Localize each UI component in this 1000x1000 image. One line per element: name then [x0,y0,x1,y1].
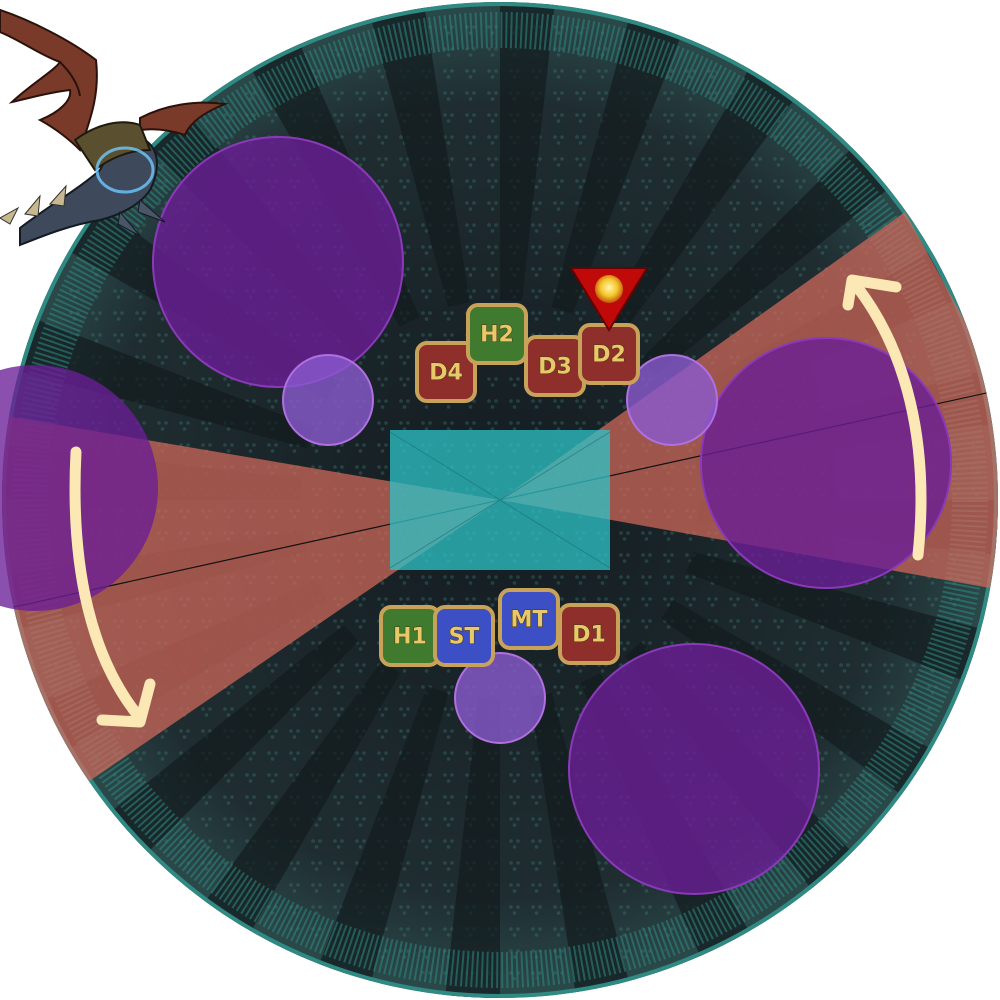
rotation-arrows [69,274,927,728]
red-triangle-marker-icon [569,267,649,332]
player-token-label: D2 [592,343,626,368]
player-token-h1: H1 [379,605,441,667]
floor-spoke [192,661,400,951]
rotation-arrowhead-east-icon [842,274,902,311]
player-token-label: D3 [538,355,572,380]
player-token-frame [466,303,528,365]
aoe-puddles [152,136,952,895]
dragon-icon [0,8,229,247]
player-token-label: H2 [480,323,514,348]
player-token-st: ST [433,605,495,667]
rotation-arrowhead-west-icon [96,678,156,728]
floor-spoke [641,132,906,375]
player-token-d4: D4 [415,341,477,403]
player-token-label: D4 [429,361,463,386]
aoe-puddle-small-d4 [282,354,374,446]
player-token-d1: D1 [558,603,620,665]
floor-spoke [600,49,808,339]
floor-spoke [530,693,635,998]
player-token-frame [433,605,495,667]
player-token-frame [558,603,620,665]
player-token-label: ST [449,625,480,650]
player-token-label: MT [511,608,548,633]
player-token-frame [415,341,477,403]
floor-spoke [686,551,998,689]
floor-spoke [365,2,470,307]
center-cross-lines [389,431,611,569]
aoe-puddle-large-southeast [568,643,820,895]
player-token-mt: MT [498,588,560,650]
player-token-label: D1 [572,623,606,648]
floor-spoke [500,2,558,302]
rotation-arrow-west-icon [69,446,146,724]
player-token-d2: D2 [578,323,640,385]
floor-spoke [551,2,689,314]
player-token-label: H1 [393,625,427,650]
floor-spoke [2,311,314,449]
floor-spoke [442,698,500,998]
aoe-puddle-small-south [454,652,546,744]
player-token-h2: H2 [466,303,528,365]
floor-spoke [311,686,449,998]
player-token-d3: D3 [524,335,586,397]
aoe-puddle-large-northwest [152,136,404,388]
aoe-puddle-large-east [700,337,952,589]
rotation-arrow-east-icon [852,282,927,561]
aoe-puddle-small-d2 [626,354,718,446]
